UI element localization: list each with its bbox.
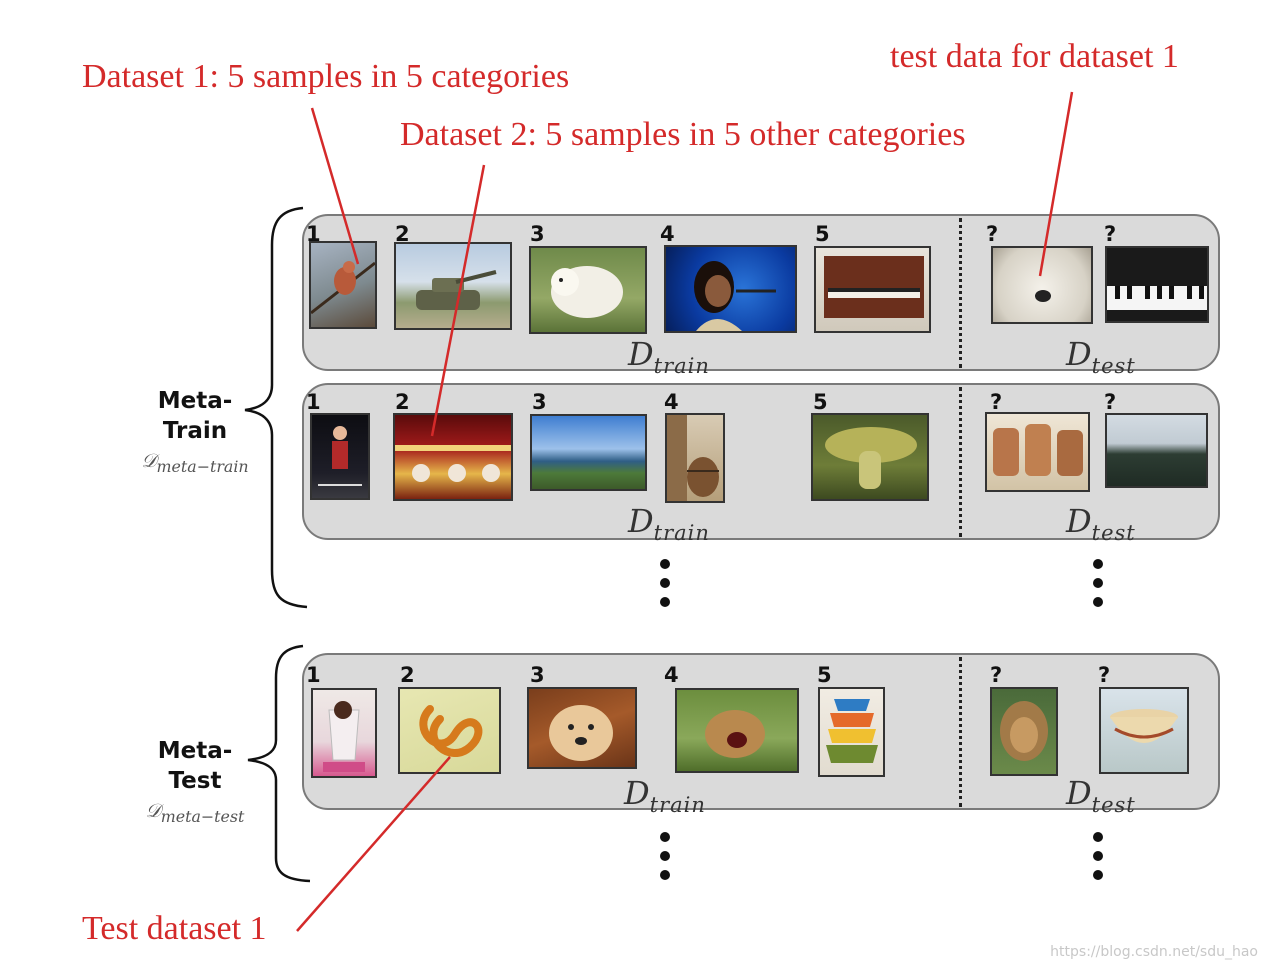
query-mark: ? bbox=[1104, 222, 1117, 246]
meta-train-line1: Meta- bbox=[157, 388, 233, 414]
meta-test-label: Meta- Test 𝒟meta−test bbox=[120, 736, 270, 832]
query-lion-image bbox=[990, 687, 1058, 776]
arrow-dataset1 bbox=[310, 107, 360, 265]
meta-train-symbol: 𝒟meta−train bbox=[141, 450, 249, 476]
bird-image bbox=[309, 241, 377, 329]
meta-test-line1: Meta- bbox=[157, 738, 233, 764]
query-barrels-image bbox=[985, 412, 1090, 492]
carousel-image bbox=[393, 413, 513, 501]
sample-number: 4 bbox=[664, 663, 679, 687]
sample-number: 2 bbox=[400, 663, 415, 687]
sample-number: 3 bbox=[530, 663, 545, 687]
bowls-image bbox=[818, 687, 885, 777]
sample-number: 1 bbox=[306, 663, 321, 687]
query-mark: ? bbox=[990, 390, 1003, 414]
annotation-dataset2: Dataset 2: 5 samples in 5 other categori… bbox=[400, 116, 966, 153]
sample-number: 2 bbox=[395, 390, 410, 414]
annotation-test-dataset: Test dataset 1 bbox=[82, 910, 267, 947]
golden-retriever-image bbox=[527, 687, 637, 769]
query-mark: ? bbox=[986, 222, 999, 246]
sample-number: 2 bbox=[395, 222, 410, 246]
meta-test-line2: Test bbox=[168, 768, 222, 794]
sample-number: 5 bbox=[815, 222, 830, 246]
tank-image bbox=[394, 242, 512, 330]
annotation-dataset1: Dataset 1: 5 samples in 5 categories bbox=[82, 58, 570, 95]
more-tasks-dots bbox=[660, 832, 670, 889]
meta-train-line2: Train bbox=[162, 418, 228, 444]
query-mark: ? bbox=[1104, 390, 1117, 414]
arrow-dataset2 bbox=[430, 164, 486, 437]
meta-train-brace bbox=[244, 206, 308, 609]
meta-test-symbol: 𝒟meta−test bbox=[145, 800, 245, 826]
sample-number: 5 bbox=[813, 390, 828, 414]
white-dog-image bbox=[529, 246, 647, 334]
cliffs-image bbox=[530, 414, 647, 491]
query-mark: ? bbox=[1098, 663, 1111, 687]
sample-number: 1 bbox=[306, 390, 321, 414]
arrow-test-data bbox=[1038, 91, 1074, 277]
sample-number: 3 bbox=[532, 390, 547, 414]
singer-image bbox=[664, 245, 797, 333]
sample-number: 3 bbox=[530, 222, 545, 246]
sample-number: 4 bbox=[660, 222, 675, 246]
d-train-label-3: Dtrain bbox=[624, 774, 706, 817]
d-test-label-1: Dtest bbox=[1066, 335, 1136, 378]
mushroom-image bbox=[811, 413, 929, 501]
more-tasks-dots bbox=[1093, 559, 1103, 616]
d-train-label-1: Dtrain bbox=[628, 335, 710, 378]
query-piano-image bbox=[1105, 246, 1209, 323]
arrow-test-dataset bbox=[296, 756, 451, 932]
annotation-test-data: test data for dataset 1 bbox=[890, 38, 1179, 75]
query-cliffs-image bbox=[1105, 413, 1208, 488]
sample-number: 1 bbox=[306, 222, 321, 246]
d-train-label-2: Dtrain bbox=[628, 502, 710, 545]
meta-test-brace bbox=[247, 644, 311, 883]
train-test-divider-3 bbox=[959, 657, 962, 807]
pretzel-image bbox=[398, 687, 501, 774]
train-test-divider-2 bbox=[959, 387, 962, 537]
more-tasks-dots bbox=[1093, 832, 1103, 889]
dessert-image bbox=[311, 688, 377, 778]
query-mark: ? bbox=[990, 663, 1003, 687]
d-test-label-3: Dtest bbox=[1066, 774, 1136, 817]
train-test-divider-1 bbox=[959, 218, 962, 368]
sample-number: 5 bbox=[817, 663, 832, 687]
barrel-image bbox=[665, 413, 725, 503]
sample-number: 4 bbox=[664, 390, 679, 414]
query-bowl-image bbox=[1099, 687, 1189, 774]
lion-roaring-image bbox=[675, 688, 799, 773]
d-test-label-2: Dtest bbox=[1066, 502, 1136, 545]
meta-train-label: Meta- Train 𝒟meta−train bbox=[120, 386, 270, 482]
piano-image bbox=[814, 246, 931, 333]
gymnast-image bbox=[310, 413, 370, 500]
more-tasks-dots bbox=[660, 559, 670, 616]
watermark: https://blog.csdn.net/sdu_hao bbox=[1050, 944, 1258, 960]
